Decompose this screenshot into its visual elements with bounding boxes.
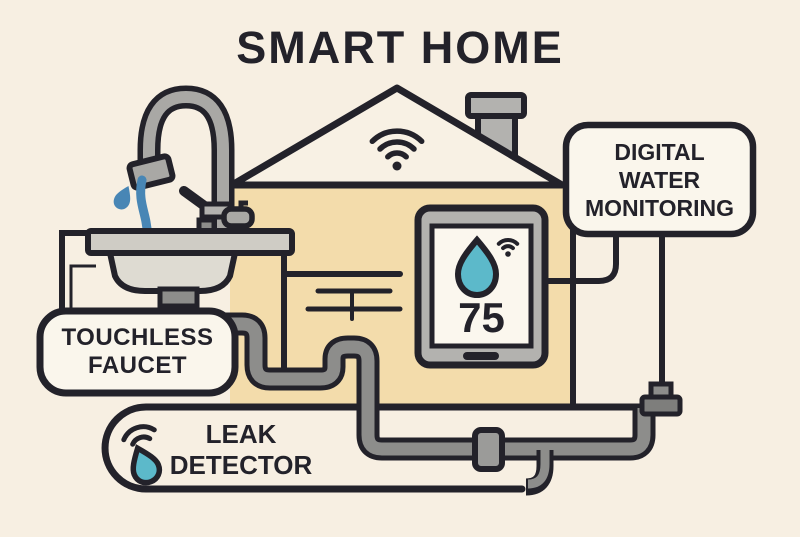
sink-and-counter (59, 85, 295, 323)
digital-water-monitoring-label: DIGITAL WATER MONITORING (566, 138, 753, 222)
label-line: DETECTOR (169, 450, 313, 480)
label-line: DIGITAL (614, 139, 705, 165)
counter (85, 228, 295, 256)
faucet-nozzle (126, 153, 176, 191)
page-title: SMART HOME (236, 22, 564, 73)
connector-tablet-to-box (544, 232, 619, 284)
faucet (126, 85, 255, 231)
water-drop-icon (130, 444, 163, 486)
shutoff-valve (639, 381, 683, 417)
leak-detector-pill (101, 403, 682, 493)
label-line: MONITORING (584, 195, 735, 221)
water-droplet-icon (113, 185, 131, 210)
wifi-icon (369, 128, 425, 171)
wall-tablet (414, 204, 549, 369)
monitor-reading: 75 (458, 294, 505, 341)
label-line: WATER (618, 167, 701, 193)
label-line: FAUCET (88, 352, 187, 379)
touchless-faucet-label: TOUCHLESS FAUCET (40, 324, 235, 380)
roof (228, 84, 566, 189)
sink-basin (106, 250, 239, 294)
chimney (465, 92, 527, 168)
touchless-faucet-label-box (36, 307, 239, 397)
digital-water-monitoring-label-box (562, 121, 757, 238)
water-pipes (167, 302, 656, 496)
side-sprayer (221, 206, 255, 229)
pipe-coupling (472, 427, 505, 472)
tablet-home-bar (463, 352, 499, 360)
water-drop-icon (454, 235, 500, 299)
label-line: TOUCHLESS (61, 324, 214, 351)
leak-detector-icons (121, 424, 163, 486)
wifi-icon (496, 238, 520, 257)
leak-detector-label: LEAK DETECTOR (166, 419, 316, 481)
water-stream (136, 175, 155, 253)
wifi-icon (121, 424, 157, 447)
label-line: LEAK (205, 419, 277, 449)
sink-drain (157, 286, 200, 309)
interior-lines (281, 245, 403, 373)
